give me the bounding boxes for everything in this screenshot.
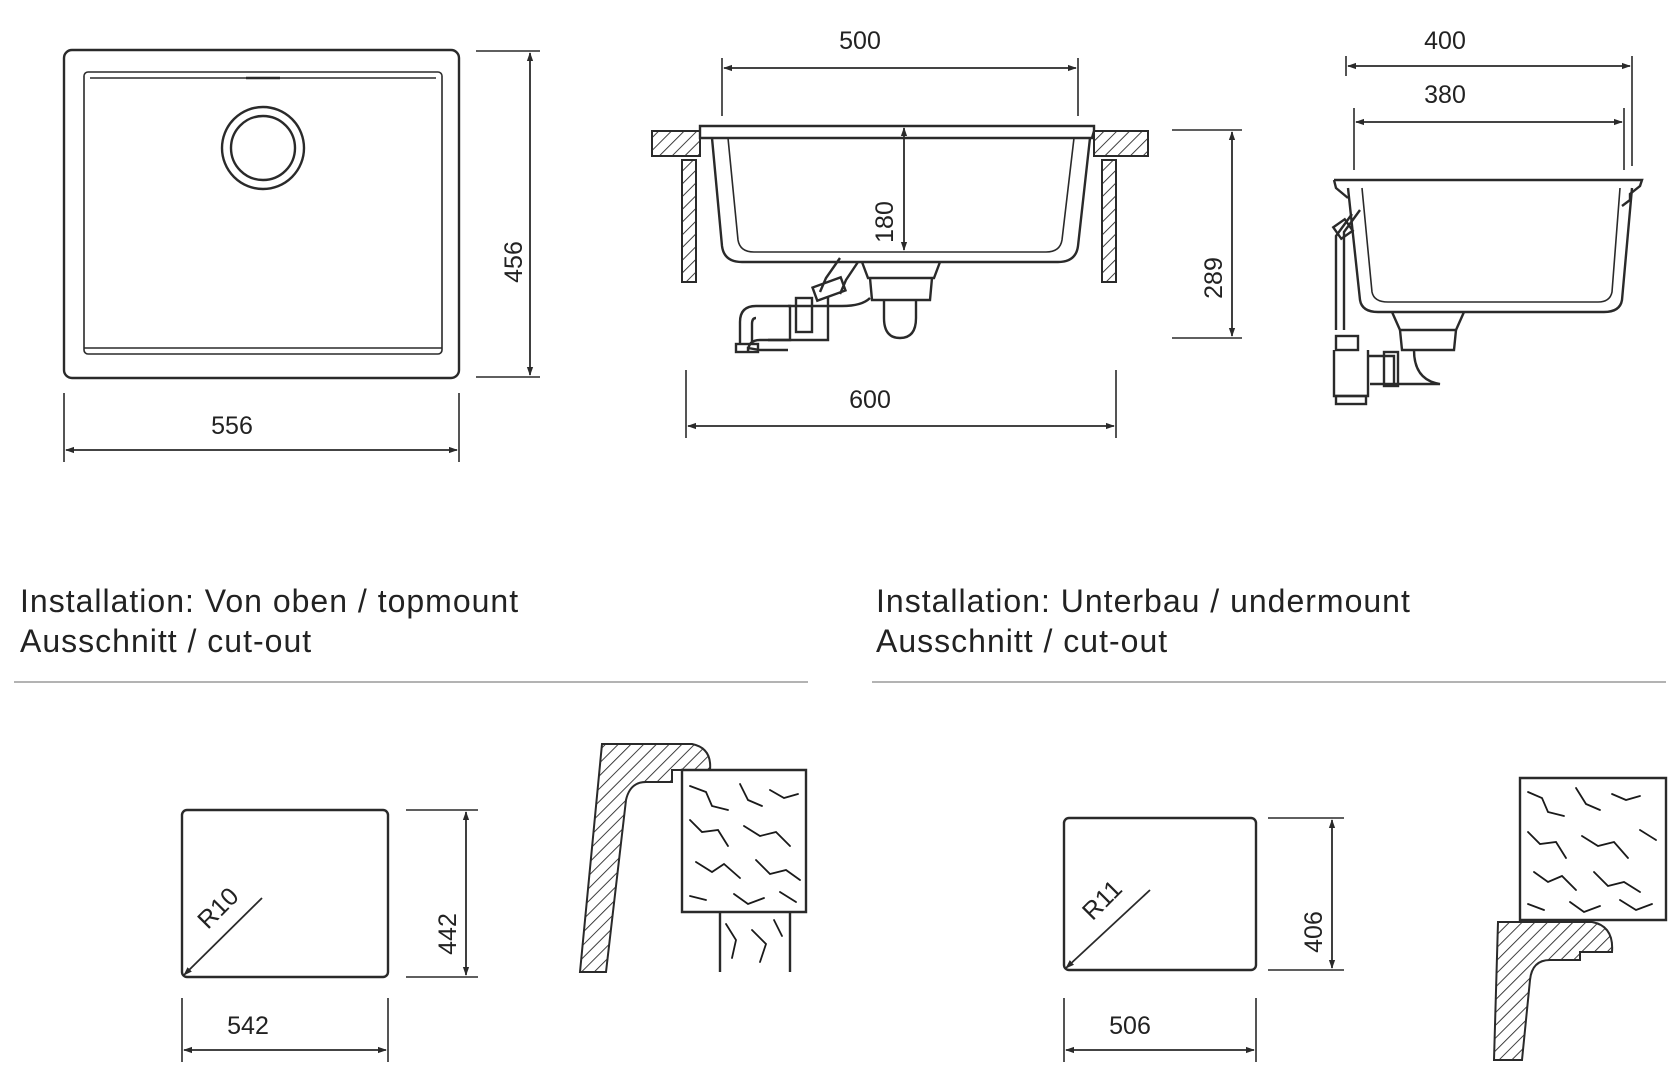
- top-view-sink: [62, 48, 461, 380]
- undermount-heading: Installation: Unterbau / undermount Auss…: [872, 583, 1666, 683]
- topmount-section-detail: [578, 743, 808, 973]
- dim-180: 180: [871, 201, 899, 243]
- dim-542: 542: [227, 1012, 269, 1040]
- front-view-depth-dimension: 180: [871, 127, 908, 251]
- front-view-height-dimension: 289: [1172, 129, 1242, 339]
- undermount-heading-line2: Ausschnitt / cut-out: [876, 623, 1168, 659]
- dim-556: 556: [211, 412, 253, 440]
- countertop-stone-texture-undermount: [1527, 787, 1657, 914]
- dim-506: 506: [1109, 1012, 1151, 1040]
- top-view-width-dimension: 556: [63, 393, 460, 462]
- dim-380: 380: [1424, 81, 1466, 109]
- front-view-outer-width-dimension: 600: [685, 370, 1117, 438]
- undermount-cutout: R11 406 506: [1062, 816, 1344, 1062]
- radius-label-r10: R10: [192, 882, 244, 934]
- countertop-stone-texture-topmount: [689, 783, 801, 963]
- topmount-heading-line2: Ausschnitt / cut-out: [20, 623, 312, 659]
- undermount-heading-line1: Installation: Unterbau / undermount: [876, 583, 1411, 619]
- front-view-sink: [651, 124, 1149, 354]
- topmount-cutout: R10 442 542: [180, 808, 478, 1062]
- front-view-inner-width-dimension: 500: [721, 27, 1079, 116]
- side-view-sink: [1331, 178, 1644, 406]
- drain-outer-ring: [220, 105, 306, 191]
- dim-289: 289: [1200, 257, 1228, 299]
- dim-406: 406: [1300, 911, 1328, 953]
- topmount-heading-line1: Installation: Von oben / topmount: [20, 583, 519, 619]
- undermount-section-detail: [1492, 776, 1668, 1061]
- topmount-heading: Installation: Von oben / topmount Aussch…: [14, 583, 808, 683]
- side-view-outer-width-dimension: 400: [1345, 27, 1633, 166]
- dim-442: 442: [434, 913, 462, 955]
- drain-inner-ring: [229, 114, 297, 182]
- top-view-height-dimension: 456: [476, 50, 540, 378]
- dim-500: 500: [839, 27, 881, 55]
- dim-456: 456: [500, 241, 528, 283]
- dim-400: 400: [1424, 27, 1466, 55]
- dim-600: 600: [849, 386, 891, 414]
- side-view-inner-width-dimension: 380: [1353, 81, 1625, 170]
